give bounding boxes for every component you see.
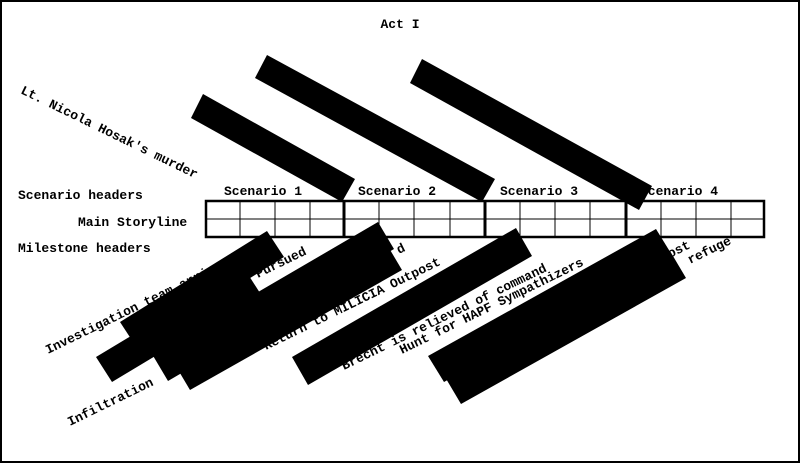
redaction-bar [174,243,402,390]
top-slanted-label: Lt. Nicola Hosak's murder [18,83,200,182]
redaction-bar [445,251,686,404]
milestone-headers-label: Milestone headers [18,241,151,256]
milestone-label-4: d [394,241,408,258]
milestone-label-9: refuge [685,234,734,268]
redaction-bars [96,55,686,404]
redaction-bar [191,94,355,202]
redaction-bar [292,228,532,385]
scenario-header-4: Scenario 4 [640,184,718,199]
milestone-label-3: Infiltration [65,375,156,430]
redaction-bar [410,59,652,210]
scenario-header-3: Scenario 3 [500,184,578,199]
storyline-grid [204,199,766,239]
scenario-header-2: Scenario 2 [358,184,436,199]
redaction-bar [96,268,260,382]
scenario-header-1: Scenario 1 [224,184,302,199]
main-storyline-label: Main Storyline [78,215,187,230]
redaction-bar [255,55,495,202]
act-title: Act I [380,17,419,32]
redaction-bar [428,229,672,382]
scenario-headers-label: Scenario headers [18,188,143,203]
